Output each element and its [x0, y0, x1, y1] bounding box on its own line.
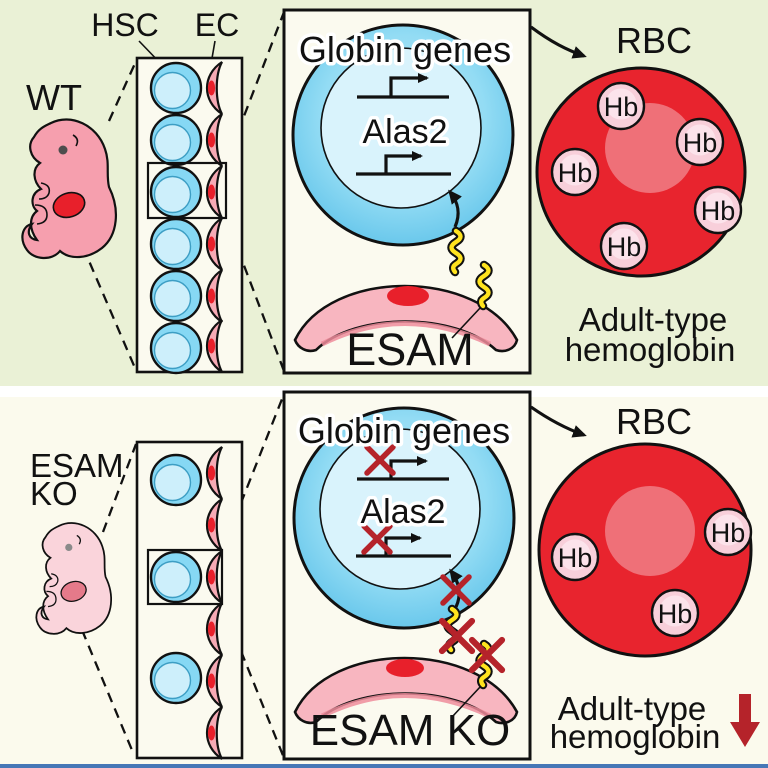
hsc-cell [149, 453, 203, 507]
hsc-nucleus [320, 47, 482, 209]
esam-pointer-line [451, 306, 482, 339]
hb-granules-ko: Hb Hb Hb [550, 507, 753, 638]
ec-big-cell [293, 284, 519, 353]
hb-label: Hb [683, 128, 718, 158]
ec-big-cell [293, 656, 519, 725]
ko-embryo-liver [60, 580, 87, 602]
ko-embryo-eye [65, 543, 73, 551]
hemoglobin-down-arrow [730, 694, 760, 747]
hsc-cell [149, 217, 203, 271]
panel-esam-ko: ESAM KO Globin genes Alas2 [30, 390, 760, 761]
globin-genes-label: Globin genes [299, 29, 511, 70]
hsc-cell [149, 321, 203, 375]
hb-granules-wt: Hb Hb Hb Hb Hb [550, 81, 743, 271]
wt-genotype-label: WT [26, 77, 82, 118]
hb-label: Hb [558, 158, 593, 188]
footer-bar [0, 764, 768, 768]
hsc-nucleus [319, 428, 481, 590]
rbc-label: RBC [616, 20, 692, 61]
hb-label: Hb [701, 196, 736, 226]
hsc-cell [149, 550, 203, 604]
rbc-arrow [530, 25, 587, 59]
gene-diagram-2-ko [356, 526, 451, 558]
wt-embryo-eye [58, 145, 68, 155]
ec-cell-shading [320, 321, 492, 347]
zoom-dashed-line [80, 629, 136, 756]
gene-diagram-1 [357, 73, 449, 99]
ko-genotype-label-line1: ESAM [30, 447, 124, 484]
wt-embryo-liver [52, 191, 86, 219]
gene-diagram-2 [356, 151, 451, 176]
ec-cell-shading [320, 693, 492, 719]
hsc-label: HSC [91, 7, 159, 43]
ec-nucleus [386, 659, 424, 677]
esam-pointer-line [451, 685, 482, 718]
signal-arrow [448, 189, 462, 228]
hb-label: Hb [607, 232, 642, 262]
hsc-cell [149, 269, 203, 323]
zoom-dashed-line [107, 58, 139, 122]
hsc-cell [149, 61, 203, 115]
rbc-label: RBC [616, 401, 692, 442]
hsc-cell [149, 651, 203, 705]
ec-nucleus [387, 286, 429, 306]
zoom-dashed-line [81, 246, 137, 369]
transcription-arrow [389, 73, 429, 97]
rbc-center-pallor [605, 486, 695, 576]
selection-box [146, 161, 228, 220]
esam-ko-label: ESAM KO [310, 706, 511, 755]
hsc-cell [149, 113, 203, 167]
hsc-cell [149, 165, 203, 219]
ko-embryo [35, 522, 113, 635]
hb-label: Hb [711, 518, 746, 548]
rbc-arrow [530, 405, 587, 438]
alas2-label: Alas2 [362, 113, 447, 151]
selection-box [146, 548, 224, 606]
gene-diagram-1-ko [357, 447, 449, 481]
hb-label: Hb [604, 92, 639, 122]
caption-adult-type: Adult-type [579, 301, 728, 338]
alas2-label: Alas2 [360, 493, 445, 531]
transcription-arrow [384, 151, 423, 174]
caption-hemoglobin: hemoglobin [565, 331, 736, 368]
caption-hemoglobin: hemoglobin [550, 718, 721, 755]
zoom-dashed-line [220, 393, 286, 552]
wt-embryo [21, 118, 118, 260]
ec-label: EC [195, 7, 239, 43]
globin-genes-label: Globin genes [298, 410, 510, 451]
esam-label: ESAM [346, 324, 474, 375]
hb-label: Hb [558, 543, 593, 573]
zoom-dashed-line [220, 603, 286, 759]
caption-adult-type: Adult-type [558, 690, 707, 727]
ko-genotype-label-line2: KO [30, 475, 78, 512]
hb-label: Hb [658, 599, 693, 629]
zoom-dashed-line [224, 217, 286, 372]
panel-wt: WT HSC EC Globin genes [21, 7, 747, 375]
